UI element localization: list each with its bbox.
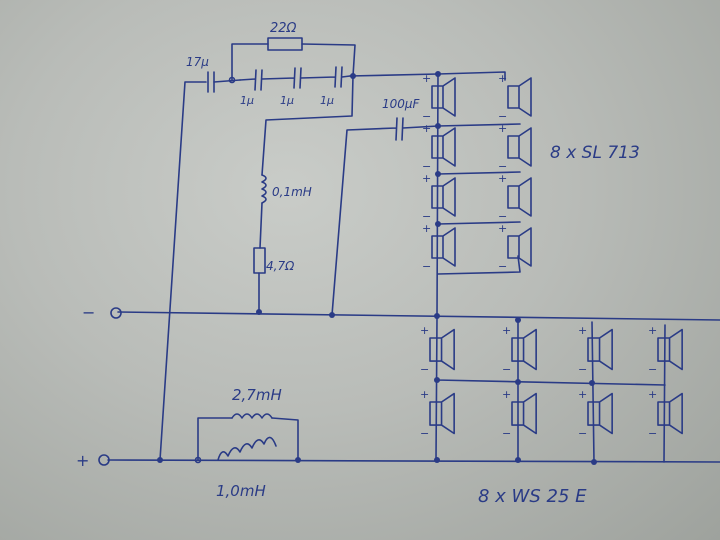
woofer-speaker-icon: +−	[578, 324, 613, 376]
polarity-plus: +	[502, 388, 511, 401]
polarity-minus: −	[498, 110, 507, 123]
woofer-speaker-icon: +−	[648, 388, 683, 440]
wires	[107, 37, 720, 463]
polarity-plus: +	[498, 172, 507, 185]
polarity-minus: −	[420, 363, 429, 376]
tweeter-speaker-icon: +−	[422, 172, 456, 223]
polarity-minus: −	[498, 260, 507, 273]
inductor-01mh-label: 0,1mH	[272, 185, 312, 199]
polarity-plus: +	[420, 388, 429, 401]
polarity-minus: −	[422, 110, 431, 123]
woofer-speaker-icon: +−	[420, 324, 455, 376]
polarity-minus: −	[648, 427, 657, 440]
polarity-minus: −	[502, 427, 511, 440]
woofer-speaker-icon: +−	[578, 388, 613, 440]
polarity-minus: −	[422, 260, 431, 273]
polarity-minus: −	[578, 363, 587, 376]
tweeter-speaker-icon: +−	[422, 72, 456, 123]
inductor-27mh-label: 2,7mH	[232, 386, 282, 404]
woofer-speaker-icon: +−	[648, 324, 683, 376]
tweeter-speaker-icon: +−	[498, 72, 532, 123]
tweeter-array-label: 8 x SL 713	[550, 143, 640, 163]
resistor-47-label: 4,7Ω	[266, 259, 295, 273]
positive-label: +	[76, 451, 89, 470]
tweeter-speaker-icon: +−	[498, 122, 532, 173]
positive-terminal	[98, 454, 110, 466]
polarity-plus: +	[422, 122, 431, 135]
tweeter-speaker-icon: +−	[498, 172, 532, 223]
polarity-minus: −	[502, 363, 511, 376]
polarity-minus: −	[422, 160, 431, 173]
woofer-speaker-icon: +−	[502, 388, 537, 440]
negative-terminal	[110, 307, 122, 319]
tweeter-speaker-icon: +−	[422, 122, 456, 173]
cap-1u-label-3: 1µ	[320, 94, 334, 107]
polarity-plus: +	[498, 222, 507, 235]
polarity-minus: −	[420, 427, 429, 440]
woofer-array-label: 8 x WS 25 E	[478, 486, 587, 507]
speakers: +−+−+−+−+−+−+−+−+−+−+−+−+−+−+−+−	[420, 72, 683, 440]
cap-1u-label-1: 1µ	[240, 94, 254, 107]
polarity-plus: +	[648, 388, 657, 401]
woofer-speaker-icon: +−	[502, 324, 537, 376]
polarity-minus: −	[648, 363, 657, 376]
polarity-plus: +	[648, 324, 657, 337]
polarity-minus: −	[498, 160, 507, 173]
polarity-plus: +	[578, 324, 587, 337]
cap-100u-label: 100µF	[382, 97, 421, 111]
junctions	[157, 71, 597, 465]
inductor-10mh-label: 1,0mH	[216, 482, 266, 500]
polarity-plus: +	[422, 222, 431, 235]
polarity-plus: +	[498, 122, 507, 135]
tweeter-speaker-icon: +−	[422, 222, 456, 273]
woofer-speaker-icon: +−	[420, 388, 455, 440]
negative-label: −	[82, 303, 95, 322]
resistor-22-label: 22Ω	[270, 21, 297, 36]
polarity-plus: +	[420, 324, 429, 337]
polarity-plus: +	[578, 388, 587, 401]
tweeter-speaker-icon: +−	[498, 222, 532, 273]
polarity-minus: −	[498, 210, 507, 223]
polarity-plus: +	[502, 324, 511, 337]
cap-1u-label-2: 1µ	[280, 94, 294, 107]
cap-17u-label: 17µ	[186, 55, 209, 69]
polarity-plus: +	[422, 72, 431, 85]
polarity-minus: −	[578, 427, 587, 440]
polarity-plus: +	[498, 72, 507, 85]
polarity-plus: +	[422, 172, 431, 185]
polarity-minus: −	[422, 210, 431, 223]
